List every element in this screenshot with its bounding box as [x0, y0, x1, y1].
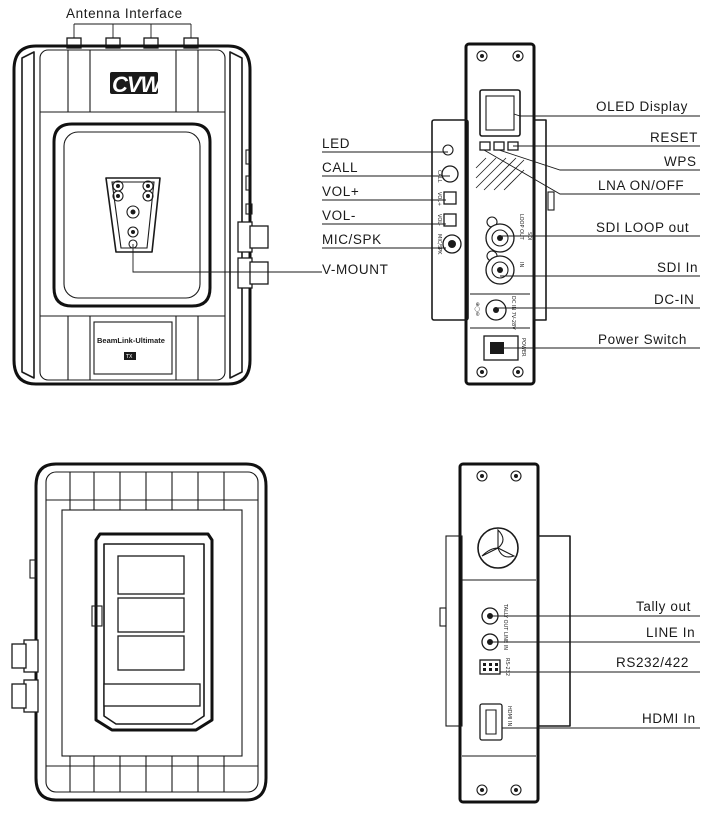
vol-plus-label: VOL+ [322, 184, 359, 199]
battery-plate-frame [94, 532, 214, 732]
wps-label: WPS [664, 154, 697, 169]
vol-plus-button[interactable] [443, 191, 457, 205]
sdi-loop-out-label: SDI LOOP out [596, 220, 689, 235]
front-top-ribs [40, 50, 225, 113]
v-mount-label: V-MOUNT [322, 262, 388, 277]
battery-slot-2 [117, 597, 185, 633]
tx-badge-text: TX [125, 354, 133, 360]
side-front-block [533, 119, 547, 321]
rear-body-outline [34, 462, 268, 802]
oled-leader [513, 113, 700, 117]
front-bottom-ribs [40, 315, 225, 380]
led-label: LED [322, 136, 350, 151]
battery-latch [103, 683, 201, 707]
line-in-label: LINE In [646, 625, 695, 640]
hdmi-in-label: HDMI In [642, 711, 696, 726]
battery-slot-3 [117, 635, 185, 671]
v-mount-leader [132, 244, 322, 273]
rs232-mark: RS-232 [504, 658, 510, 676]
logo-plate [110, 72, 158, 94]
battery-slot-1 [117, 555, 185, 595]
wps-button[interactable] [493, 141, 505, 151]
battery-plate [103, 543, 205, 725]
lna-label: LNA ON/OFF [598, 178, 684, 193]
front-side-bnc [237, 149, 269, 289]
vol-minus-button[interactable] [443, 213, 457, 227]
lna-leader [483, 149, 700, 195]
mic-spk-label: MIC/SPK [322, 232, 382, 247]
front-view: Antenna Interface CVW [12, 6, 269, 386]
v-mount-lock [105, 177, 161, 253]
wps-leader [498, 149, 700, 171]
rear-view [11, 462, 268, 802]
led-indicator [442, 144, 454, 156]
hdmi-in-mark: HDMI IN [506, 706, 512, 726]
reset-label: RESET [650, 130, 698, 145]
dc-in-label: DC-IN [654, 292, 695, 307]
reset-button[interactable] [479, 141, 491, 151]
tally-out-label: Tally out [636, 599, 691, 614]
power-switch-label: Power Switch [598, 332, 687, 347]
loop-out-mark: LOOP OUT [518, 214, 524, 241]
mic-spk-mark: MIC/SPK [436, 234, 442, 255]
tx-badge [124, 352, 136, 360]
front-body-outline [12, 44, 252, 386]
rs232-label: RS232/422 [616, 655, 689, 670]
brand-logo: CVW [112, 72, 164, 97]
antenna-connectors [66, 24, 199, 49]
antenna-interface-label: Antenna Interface [66, 6, 183, 21]
vol-plus-mark: VOL+ [436, 192, 442, 206]
side-rear-block [431, 119, 469, 321]
bottom-side-screws [476, 470, 522, 796]
vol-minus-label: VOL- [322, 208, 356, 223]
side-screws [476, 50, 524, 378]
fan-icon [477, 527, 519, 569]
rear-ribs [46, 472, 258, 792]
oled-display-label: OLED Display [596, 99, 688, 114]
dc-in-mark: DC IN 7V-28V [510, 296, 516, 330]
sdi-in-label: SDI In [657, 260, 698, 275]
vent-slots [475, 157, 525, 191]
rear-side-bnc [11, 559, 39, 713]
hdmi-in-port[interactable] [479, 703, 503, 741]
vol-minus-mark: VOL- [436, 214, 442, 226]
power-mark: POWER [520, 338, 526, 357]
dc-polarity-mark: ⊕◯⊖ [474, 302, 480, 316]
bottom-side-block [537, 535, 571, 727]
call-label: CALL [322, 160, 358, 175]
line-in-mark: LINE IN [502, 632, 508, 650]
model-name: BeamLink-Ultimate [97, 336, 165, 345]
rs232-port[interactable] [479, 659, 501, 675]
oled-display [479, 89, 521, 137]
tally-out-mark: TALLY OUT [502, 603, 508, 631]
side-view: CALL VOL+ VOL- MIC/SPK LOOP OUT SDI IN ⊕… [132, 42, 700, 386]
in-mark: IN [518, 262, 524, 267]
bottom-side-view: TALLY OUT LINE IN RS-232 HDMI IN Tally o… [439, 462, 700, 804]
bottom-side-body [458, 462, 540, 804]
v-mount-plate [52, 122, 212, 308]
call-button[interactable] [441, 165, 459, 183]
